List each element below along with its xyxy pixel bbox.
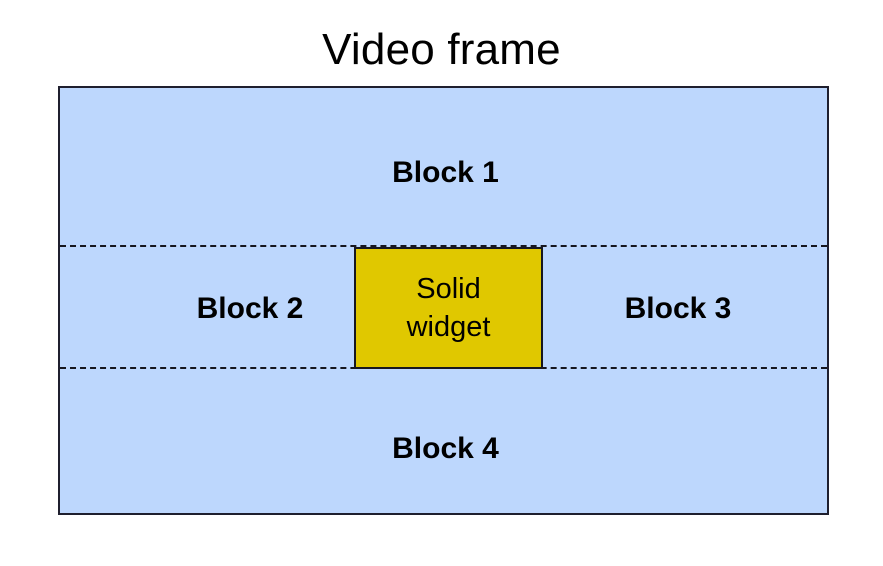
video-frame-rectangle: Block 1 Block 2 Block 3 Block 4 Solid wi… [58,86,829,515]
block-3-label: Block 3 [624,292,732,325]
block-1-label: Block 1 [392,156,499,189]
page-title: Video frame [322,25,561,74]
dashed-divider-top [60,245,827,247]
solid-widget-label: Solid widget [406,273,491,343]
block-2-label: Block 2 [196,292,304,325]
solid-widget-rectangle: Solid widget [354,247,543,369]
block-4-label: Block 4 [392,432,499,465]
